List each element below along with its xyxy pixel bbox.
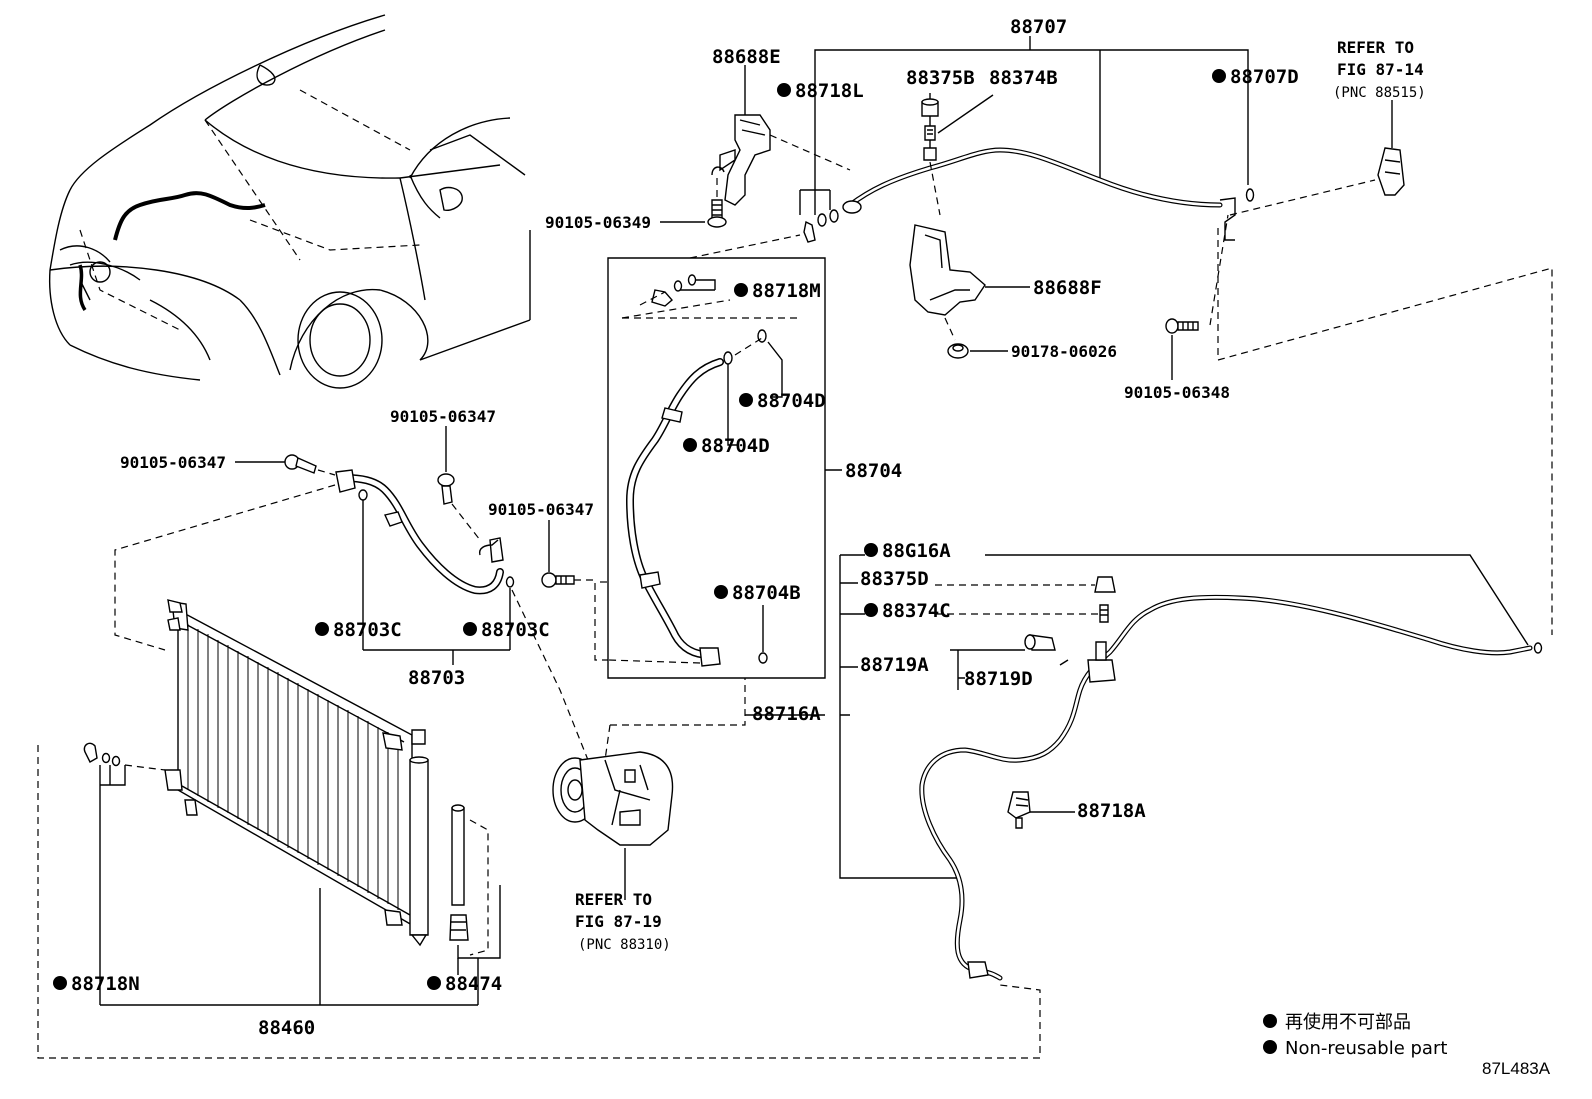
pnc-ref-88515: (PNC 88515) [1333, 85, 1426, 101]
non-reusable-marker-88704D-b [683, 438, 697, 452]
bolt-90105-06347-c [541, 520, 608, 661]
bolt-90105-06348 [1165, 318, 1199, 380]
expansion-valve-block-ref [1377, 100, 1405, 196]
label-88G16A: 88G16A [882, 540, 951, 562]
label-88460: 88460 [258, 1017, 315, 1039]
label-90105-06347-a: 90105-06347 [120, 453, 226, 472]
label-88704: 88704 [845, 460, 902, 482]
non-reusable-marker-88718N [53, 976, 67, 990]
non-reusable-marker-88704D-a [739, 393, 753, 407]
refer-to-label-1: REFER TO [1337, 38, 1414, 57]
bolt-90105-06349 [707, 199, 727, 228]
liquid-pipe-group [839, 554, 1543, 981]
label-88374B: 88374B [989, 67, 1058, 89]
legend: 再使用不可部品 Non-reusable part 87L483A [1263, 1012, 1551, 1078]
label-90105-06348: 90105-06348 [1124, 383, 1230, 402]
label-88688E: 88688E [712, 46, 781, 68]
label-88374C: 88374C [882, 600, 951, 622]
label-88375B: 88375B [906, 67, 975, 89]
label-90178-06026: 90178-06026 [1011, 342, 1117, 361]
legend-marker-jp [1263, 1014, 1277, 1028]
bracket-88688F [909, 224, 1030, 316]
vehicle-outline-illustration [48, 14, 531, 389]
label-88704D-a: 88704D [757, 390, 826, 412]
figure-ref-87-14: FIG 87-14 [1337, 60, 1424, 79]
non-reusable-marker-88703C-a [315, 622, 329, 636]
discharge-pipe-group-88707 [660, 36, 1553, 635]
non-reusable-marker-88704B [714, 585, 728, 599]
nut-90178-06026 [947, 343, 1008, 359]
desiccant-88474 [449, 804, 501, 1005]
bolt-90105-06347-a [235, 454, 336, 476]
label-88707D: 88707D [1230, 66, 1299, 88]
non-reusable-marker-88718M [734, 283, 748, 297]
suction-hose-box-88704 [600, 257, 842, 679]
figure-ref-87-19: FIG 87-19 [575, 912, 662, 931]
label-88704D-b: 88704D [701, 435, 770, 457]
figure-id: 87L483A [1482, 1059, 1551, 1078]
refer-to-label-2: REFER TO [575, 890, 652, 909]
non-reusable-marker-88G16A [864, 543, 878, 557]
bolt-90105-06347-b [437, 426, 481, 541]
label-88718M: 88718M [752, 280, 821, 302]
non-reusable-marker-88707D [1212, 69, 1226, 83]
non-reusable-marker-88703C-b [463, 622, 477, 636]
label-90105-06349: 90105-06349 [545, 213, 651, 232]
label-88718L: 88718L [795, 80, 864, 102]
label-88716A: 88716A [752, 703, 821, 725]
label-88707: 88707 [1010, 16, 1067, 38]
label-88688F: 88688F [1033, 277, 1102, 299]
fitting-set-88718N [83, 742, 478, 1006]
label-90105-06347-b: 90105-06347 [390, 407, 496, 426]
label-88703: 88703 [408, 667, 465, 689]
non-reusable-marker-88718L [777, 83, 791, 97]
label-88719A: 88719A [860, 654, 929, 676]
label-88474: 88474 [445, 973, 502, 995]
label-88703C-a: 88703C [333, 619, 402, 641]
compressor-ref [552, 751, 674, 900]
non-reusable-marker-88474 [427, 976, 441, 990]
legend-text-en: Non-reusable part [1285, 1038, 1447, 1059]
bracket-88688E [711, 65, 771, 206]
label-88718N: 88718N [71, 973, 140, 995]
label-90105-06347-c: 90105-06347 [488, 500, 594, 519]
label-88375D: 88375D [860, 568, 929, 590]
pnc-ref-88310: (PNC 88310) [578, 937, 671, 953]
discharge-hose-88703 [335, 469, 515, 665]
label-88703C-b: 88703C [481, 619, 550, 641]
part-labels: 88707 88688E 88718L 88375B 88374B 88707D… [53, 16, 1426, 1039]
label-88718A: 88718A [1077, 800, 1146, 822]
label-88704B: 88704B [732, 582, 801, 604]
label-88719D: 88719D [964, 668, 1033, 690]
legend-text-jp: 再使用不可部品 [1285, 1012, 1411, 1033]
condenser-88460 [164, 599, 429, 1005]
non-reusable-marker-88374C [864, 603, 878, 617]
legend-marker-en [1263, 1040, 1277, 1054]
